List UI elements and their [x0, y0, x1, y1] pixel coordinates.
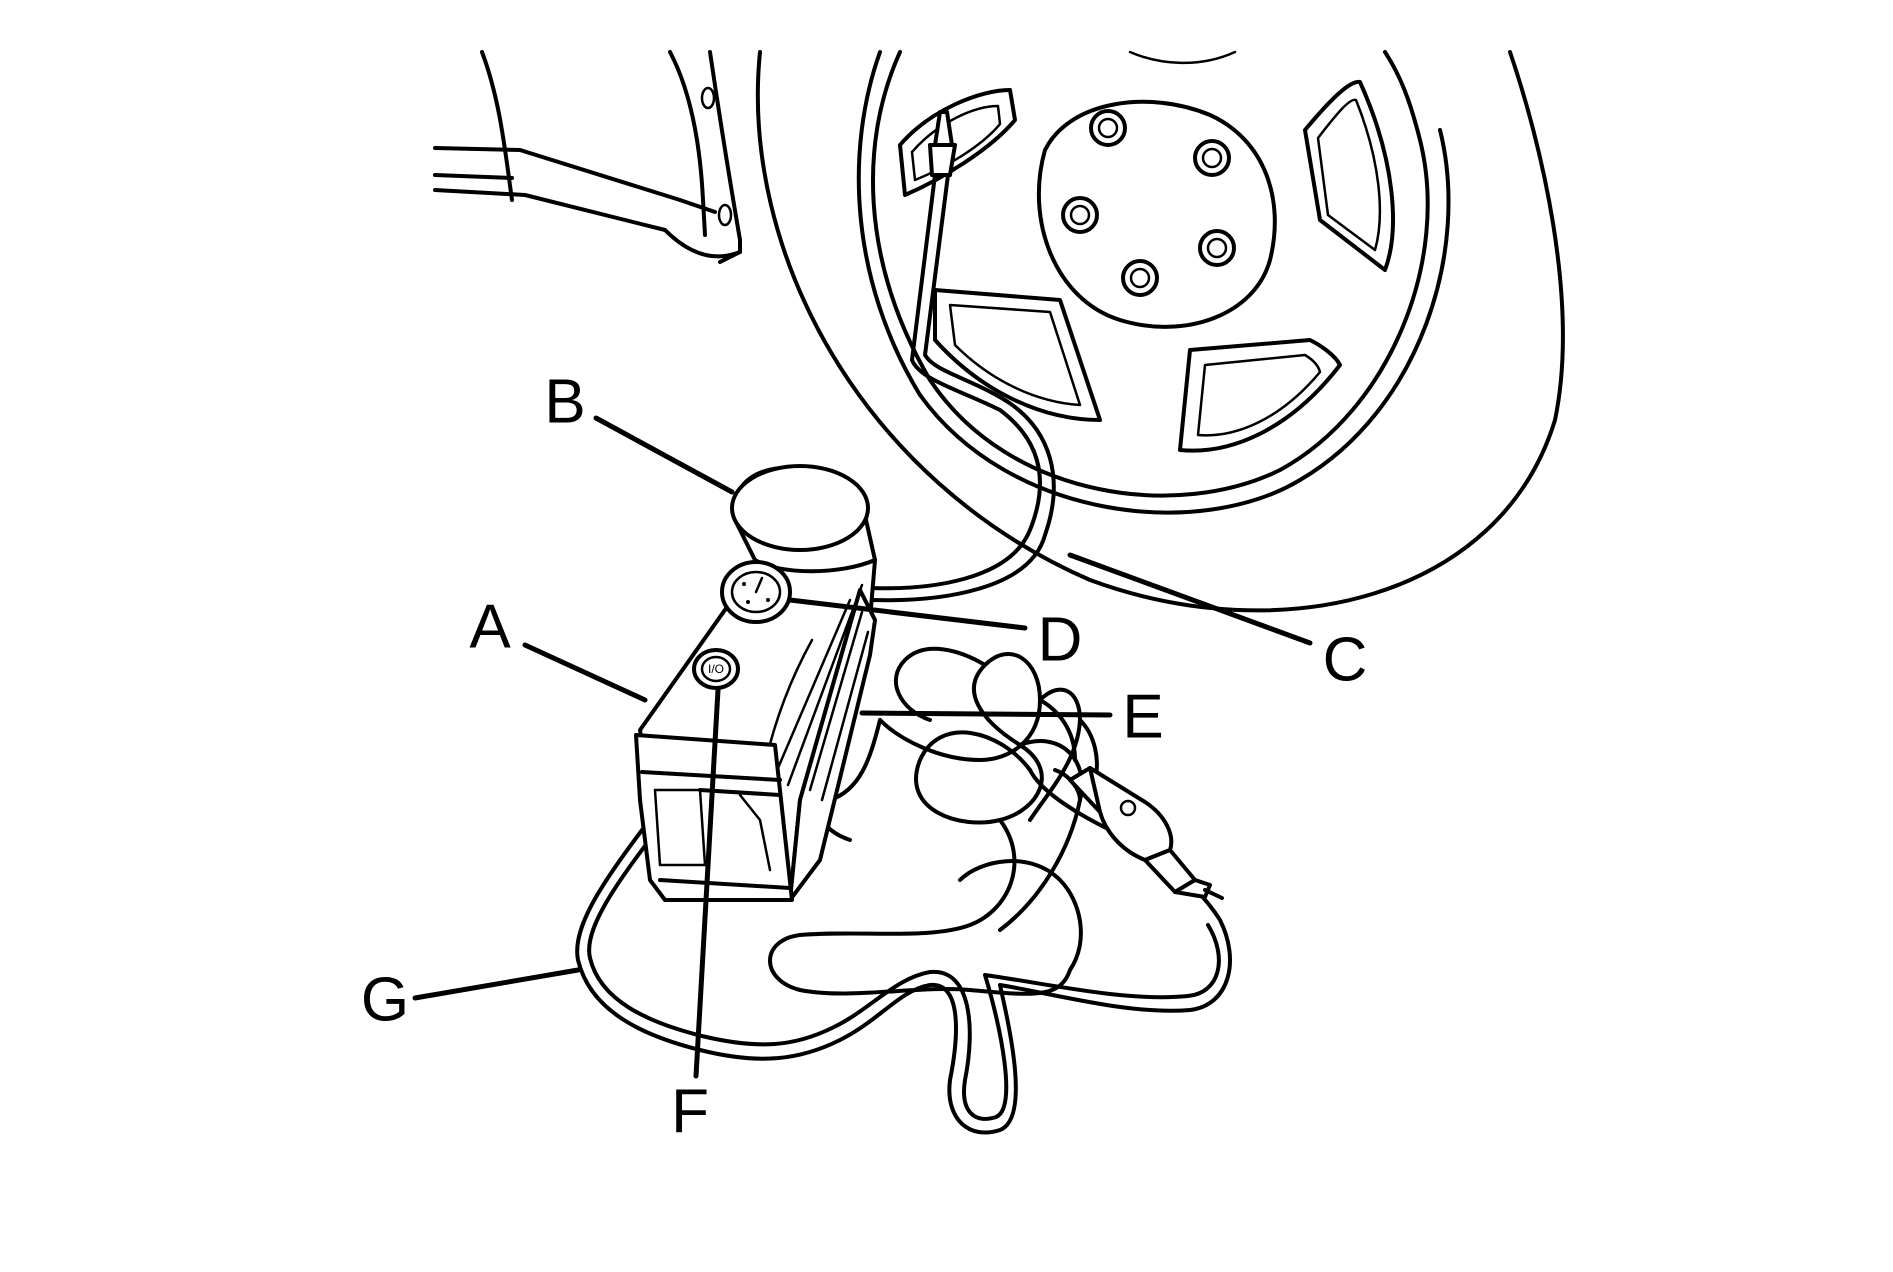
switch-marking: I/O [708, 662, 724, 676]
leader-d [787, 597, 1028, 631]
leader-a [522, 642, 648, 703]
callout-label-g: G [361, 966, 409, 1035]
power-cord [575, 646, 1232, 1135]
vehicle-fender [433, 50, 742, 264]
leader-b [593, 415, 735, 495]
callout-label-f: F [671, 1078, 709, 1147]
leader-e [859, 710, 1113, 718]
callout-label-b: B [544, 368, 585, 437]
callout-label-d: D [1038, 606, 1083, 675]
callout-label-a: A [469, 593, 511, 662]
callout-label-c: C [1323, 626, 1368, 695]
leader-g [412, 967, 581, 1001]
wheel-and-tire [755, 50, 1565, 613]
callout-leaders [412, 415, 1313, 1079]
leader-f [693, 687, 721, 1079]
callout-label-e: E [1122, 683, 1163, 752]
compressor-unit: I/O [634, 464, 877, 902]
callout-labels: A B C D E F G [361, 368, 1368, 1147]
air-hose [870, 110, 1056, 603]
leader-c [1067, 552, 1313, 646]
